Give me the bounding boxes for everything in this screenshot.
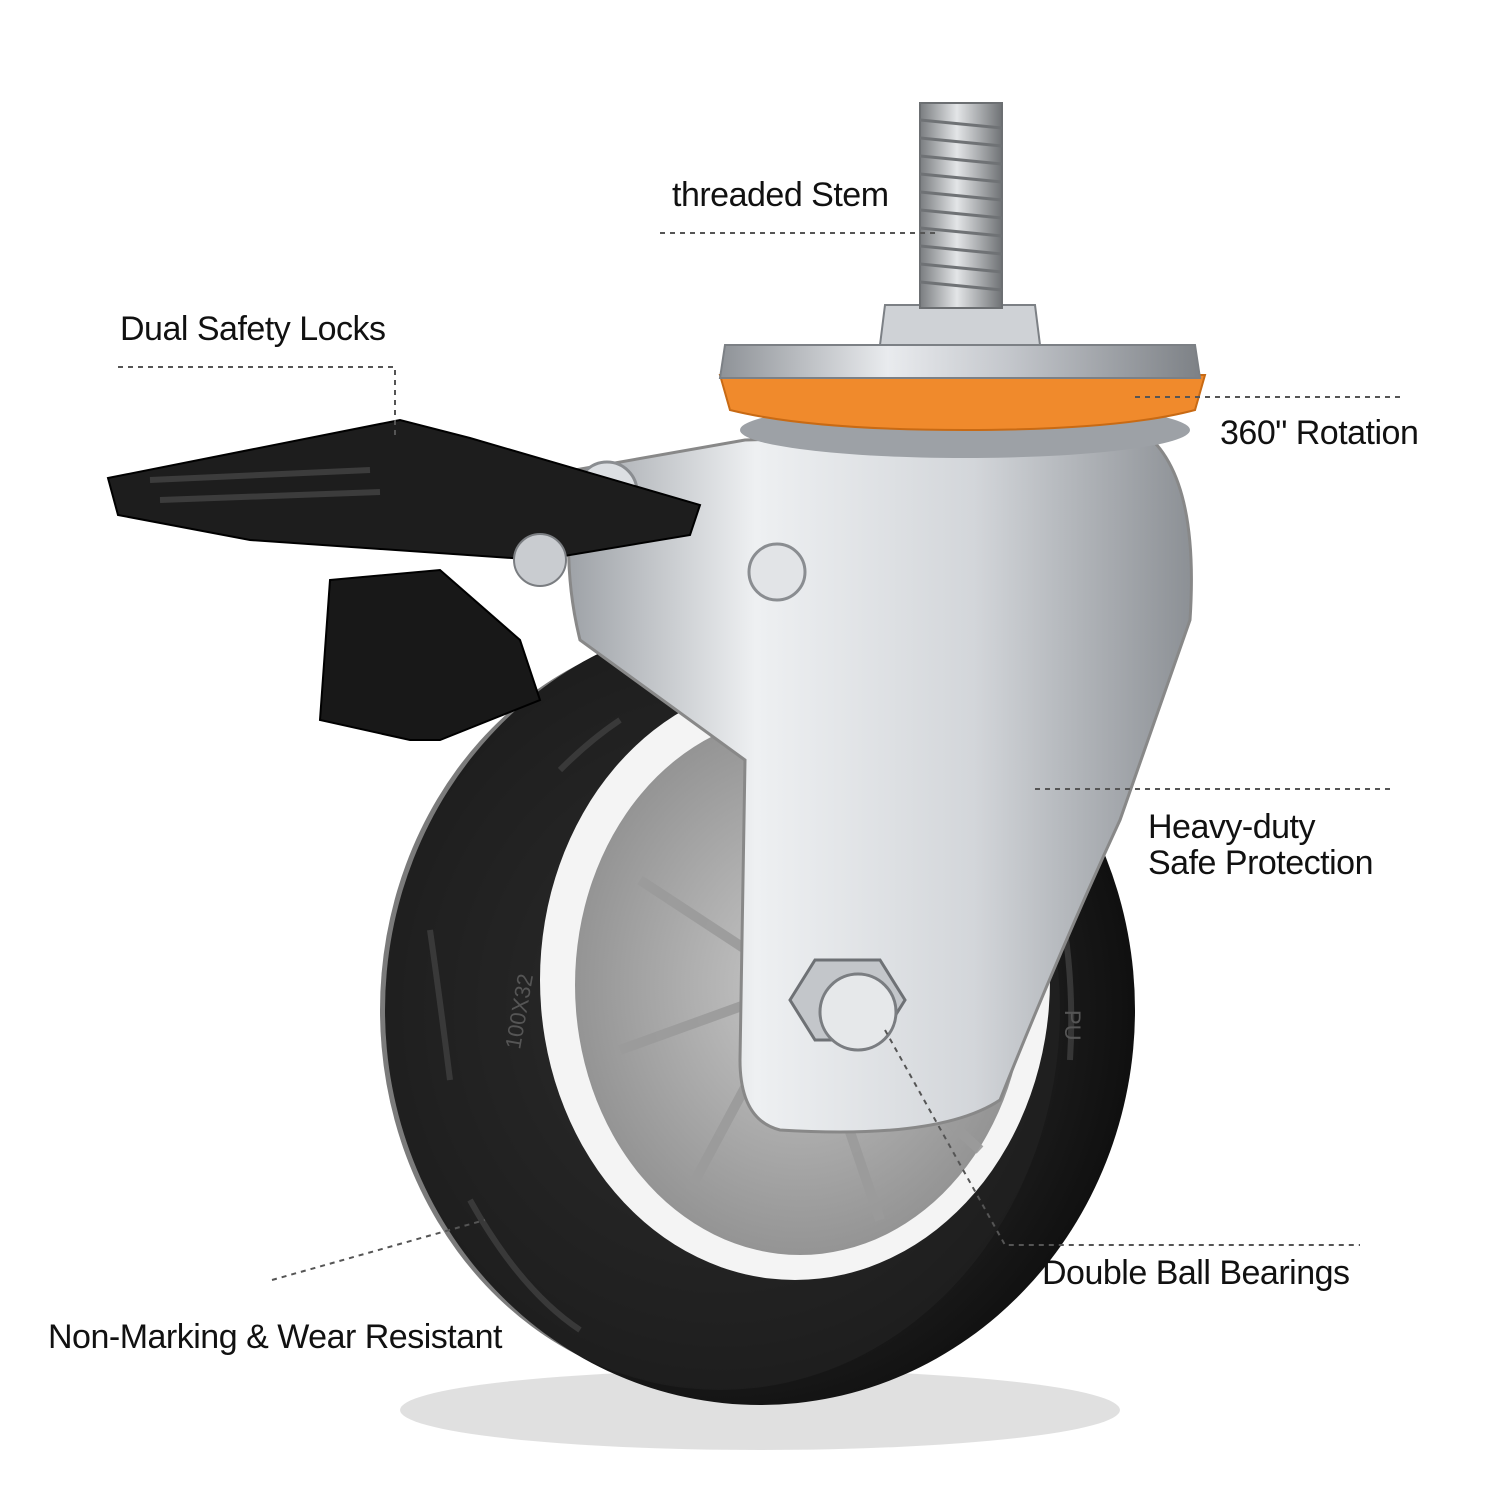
stem-shaft [919,102,1003,309]
stem-threads [919,118,1003,292]
top-nut [878,304,1042,346]
ground-shadow [400,1370,1120,1450]
label-heavy-duty: Heavy-duty Safe Protection [1148,808,1373,882]
brake-lever [318,568,542,741]
leader-dual-safety-locks [118,366,396,440]
leader-double-ball-bearings [884,1029,1360,1246]
bracket-rivet-mid [747,542,807,602]
leader-lines [118,232,1405,1281]
bearing-ring-orange [718,374,1207,432]
brake-pivot [513,533,567,587]
label-threaded-stem: threaded Stem [672,176,889,214]
brake-pedal-ribs [149,467,381,503]
label-non-marking: Non-Marking & Wear Resistant [48,1318,502,1356]
top-plate [718,344,1202,379]
label-heavy-duty-line2: Safe Protection [1148,843,1373,882]
label-heavy-duty-line1: Heavy-duty [1148,808,1315,846]
brake-pedal [106,418,702,562]
label-360-rotation: 360" Rotation [1220,414,1419,452]
leader-non-marking [271,1219,486,1281]
bracket-body [567,428,1193,1134]
label-double-ball-bearings: Double Ball Bearings [1042,1254,1350,1292]
brake-lock [106,418,702,741]
label-dual-safety-locks: Dual Safety Locks [120,310,386,348]
axle-bolt [818,972,898,1052]
wheel-material-marking: PU [1060,1010,1085,1041]
swivel-head [718,304,1207,458]
threaded-stem-graphic [919,102,1003,309]
